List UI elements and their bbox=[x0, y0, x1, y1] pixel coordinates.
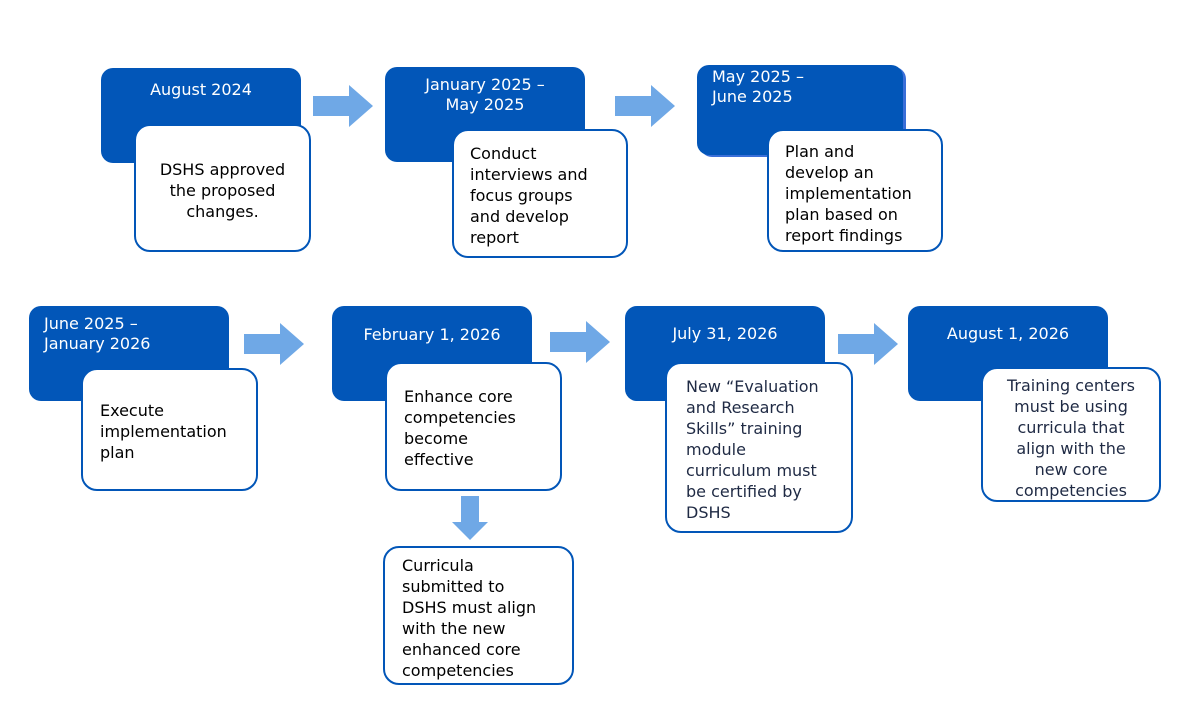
step-2-description: Conduct interviews and focus groups and … bbox=[452, 129, 628, 258]
arrow-down-icon bbox=[452, 496, 488, 540]
arrow-right-icon bbox=[550, 321, 610, 363]
arrow-right-icon bbox=[244, 323, 304, 365]
step-4-description: Execute implementation plan bbox=[81, 368, 258, 491]
arrow-right-icon bbox=[615, 85, 675, 127]
step-1-description: DSHS approved the proposed changes. bbox=[134, 124, 311, 252]
step-5-followup: Curricula submitted to DSHS must align w… bbox=[383, 546, 574, 685]
arrow-right-icon bbox=[313, 85, 373, 127]
step-3-description: Plan and develop an implementation plan … bbox=[767, 129, 943, 252]
arrow-right-icon bbox=[838, 323, 898, 365]
step-7-description: Training centers must be using curricula… bbox=[981, 367, 1161, 502]
step-5-description: Enhance core competencies become effecti… bbox=[385, 362, 562, 491]
step-6-description: New “Evaluation and Research Skills” tra… bbox=[665, 362, 853, 533]
